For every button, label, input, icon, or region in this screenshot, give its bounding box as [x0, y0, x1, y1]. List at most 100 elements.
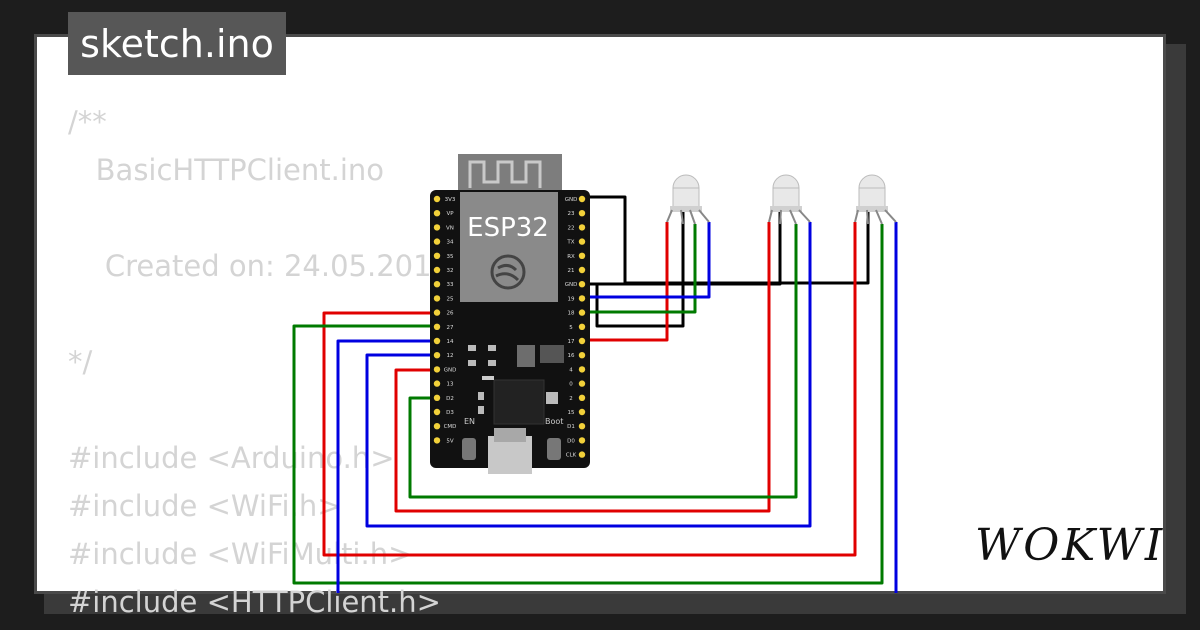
board-pin-label: 26 — [447, 311, 454, 317]
board-pin-label: GND — [565, 282, 578, 288]
board-pin[interactable] — [433, 337, 441, 345]
board-pin[interactable] — [578, 195, 586, 203]
board-pin[interactable] — [433, 323, 441, 330]
board-pin[interactable] — [578, 238, 586, 245]
wire-green — [578, 224, 697, 314]
code-line: #include <HTTPClient.h> — [68, 585, 441, 619]
board-pin[interactable] — [578, 252, 586, 259]
en-button-label: EN — [464, 417, 475, 426]
board-pin[interactable] — [433, 309, 441, 316]
preview-card — [34, 34, 1166, 594]
board-pin-label: 0 — [569, 382, 573, 388]
board-pin[interactable] — [578, 352, 586, 359]
board-pin-label: D2 — [446, 396, 454, 402]
board-pin-label: VP — [446, 211, 454, 217]
board-pin[interactable] — [578, 266, 586, 274]
board-pin[interactable] — [433, 195, 441, 203]
board-pin[interactable] — [578, 437, 586, 444]
board-pin-label: 3V3 — [445, 197, 456, 203]
board-pin[interactable] — [433, 394, 441, 401]
board-pin-label: 5V — [446, 438, 453, 444]
board-pin-label: 27 — [447, 325, 454, 331]
board-pin-label: 15 — [568, 410, 575, 416]
board-pin-label: 35 — [447, 254, 454, 260]
wire-red — [578, 222, 669, 342]
board-pin-label: 32 — [447, 268, 454, 274]
board-pin-label: 18 — [568, 311, 575, 317]
board-pin-label: 4 — [569, 367, 573, 373]
sketch-file-tab[interactable]: sketch.ino — [68, 12, 286, 75]
code-line: /** — [68, 105, 107, 139]
rgb-led-2 — [770, 174, 802, 212]
board-pin[interactable] — [433, 252, 441, 259]
board-label: ESP32 — [467, 213, 549, 243]
board-pin[interactable] — [433, 366, 441, 373]
board-pin[interactable] — [578, 380, 586, 387]
code-line: #include <Arduino.h> — [68, 441, 395, 475]
board-pin[interactable] — [578, 408, 586, 416]
board-pin[interactable] — [433, 437, 441, 444]
wire-gnd — [578, 212, 685, 328]
wire-blue — [365, 222, 812, 528]
code-line: BasicHTTPClient.ino — [68, 153, 384, 187]
board-pin[interactable] — [578, 323, 586, 330]
board-pin[interactable] — [433, 281, 441, 288]
board-pin-label: 5 — [569, 325, 573, 331]
board-pin[interactable] — [578, 366, 586, 373]
wire-green — [292, 224, 884, 585]
board-pin-label: D1 — [567, 424, 575, 430]
board-pin[interactable] — [578, 281, 586, 288]
board-pin[interactable] — [433, 224, 441, 231]
wire-blue — [578, 222, 711, 299]
board-pin-label: CLK — [566, 453, 577, 459]
board-pin-label: 19 — [568, 296, 575, 302]
board-pin[interactable] — [578, 224, 586, 231]
board-pin[interactable] — [433, 423, 441, 430]
board-pin-label: 23 — [568, 211, 575, 217]
board-pin-label: 13 — [447, 382, 454, 388]
code-line: Created on: 24.05.2015 — [68, 249, 451, 283]
board-pin-label: 2 — [569, 396, 573, 402]
board-pin[interactable] — [578, 394, 586, 401]
board-pin[interactable] — [433, 352, 441, 359]
board-pin[interactable] — [433, 266, 441, 274]
board-pin-label: CMD — [444, 424, 457, 430]
board-pin[interactable] — [433, 238, 441, 245]
board-pin[interactable] — [578, 451, 586, 458]
board-pin[interactable] — [578, 210, 586, 217]
board-pin[interactable] — [433, 380, 441, 387]
board-pin-label: 14 — [447, 339, 454, 345]
wire-gnd — [578, 210, 782, 286]
board-pin[interactable] — [578, 337, 586, 345]
board-pin-label: 17 — [568, 339, 575, 345]
wire-red — [322, 222, 857, 557]
code-line: */ — [68, 345, 93, 379]
board-pin-label: D0 — [567, 438, 575, 444]
board-pin-label: D3 — [446, 410, 454, 416]
rgb-led-3 — [856, 174, 888, 212]
board-pin-label: 33 — [447, 282, 454, 288]
wire-green — [408, 224, 798, 499]
board-pin-label: VN — [446, 225, 454, 231]
wire-red — [394, 222, 771, 513]
code-preview: /** BasicHTTPClient.ino Created on: 24.0… — [68, 98, 450, 626]
rgb-led-1 — [670, 174, 702, 212]
board-pin[interactable] — [578, 423, 586, 430]
board-pin-label: 34 — [447, 240, 454, 246]
board-pin[interactable] — [433, 408, 441, 416]
board-pin-label: TX — [566, 240, 574, 246]
wire-gnd — [578, 195, 870, 285]
board-pin-label: 16 — [568, 353, 575, 359]
board-pin[interactable] — [578, 309, 586, 316]
board-pin[interactable] — [578, 295, 586, 302]
board-pin-label: 25 — [447, 296, 454, 302]
code-line: #include <WiFi.h> — [68, 489, 342, 523]
board-pin[interactable] — [433, 210, 441, 217]
board-pin-label: RX — [567, 254, 575, 260]
wokwi-logo: WOKWI — [975, 520, 1166, 571]
board-pin[interactable] — [433, 295, 441, 302]
board-pin-label: GND — [565, 197, 578, 203]
board-pin-label: 21 — [568, 268, 575, 274]
board-pin-label: 12 — [447, 353, 454, 359]
